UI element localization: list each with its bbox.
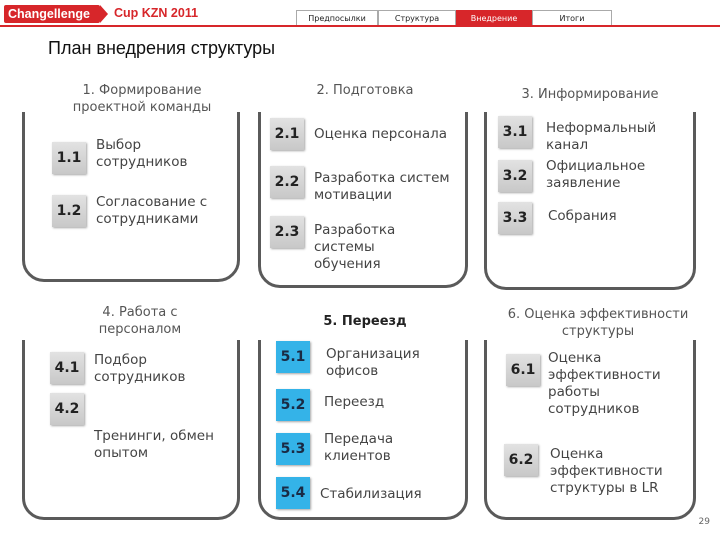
logo-text: Changellenge bbox=[8, 7, 90, 21]
item-number-3-1: 3.1 bbox=[498, 116, 532, 148]
item-number-3-3: 3.3 bbox=[498, 202, 532, 234]
item-number-2-3: 2.3 bbox=[270, 216, 304, 248]
changellenge-logo: Changellenge bbox=[4, 5, 108, 23]
group-2-title: 2. Подготовка bbox=[316, 83, 414, 98]
item-number-4-2: 4.2 bbox=[50, 393, 84, 425]
item-number-5-3: 5.3 bbox=[276, 433, 310, 465]
item-text-6-1: Оценка эффективности работы сотрудников bbox=[548, 350, 661, 417]
group-5-frame bbox=[258, 340, 468, 520]
cup-title: Cup KZN 2011 bbox=[114, 6, 199, 20]
group-1-frame bbox=[22, 112, 240, 282]
group-2-frame bbox=[258, 112, 468, 288]
item-number-5-2: 5.2 bbox=[276, 389, 310, 421]
item-text-1-1: Выбор сотрудников bbox=[96, 137, 188, 170]
item-number-2-2: 2.2 bbox=[270, 166, 304, 198]
item-number-6-2: 6.2 bbox=[504, 444, 538, 476]
item-text-2-3: Разработка системы обучения bbox=[314, 222, 396, 272]
item-text-6-2: Оценка эффективности структуры в LR bbox=[550, 446, 663, 496]
tab-itogi[interactable]: Итоги bbox=[532, 10, 612, 25]
item-number-5-1: 5.1 bbox=[276, 341, 310, 373]
item-text-1-2: Согласование с сотрудниками bbox=[96, 194, 208, 227]
item-text-5-4: Стабилизация bbox=[320, 486, 422, 502]
item-text-2-1: Оценка персонала bbox=[314, 126, 448, 142]
logo-arrow bbox=[100, 5, 108, 23]
item-text-5-1: Организация офисов bbox=[326, 346, 420, 379]
group-6-title: 6. Оценка эффективности структуры bbox=[507, 307, 689, 339]
item-text-3-3: Собрания bbox=[548, 208, 617, 224]
group-1-title: 1. Формирование проектной команды bbox=[72, 83, 212, 115]
item-text-2-2: Разработка систем мотивации bbox=[314, 170, 450, 203]
group-6-frame bbox=[484, 340, 696, 520]
item-number-3-2: 3.2 bbox=[498, 160, 532, 192]
group-3-frame bbox=[484, 112, 696, 290]
item-number-1-2: 1.2 bbox=[52, 195, 86, 227]
group-3-title: 3. Информирование bbox=[521, 87, 659, 102]
tab-struktura[interactable]: Структура bbox=[378, 10, 456, 25]
group-5-title: 5. Переезд bbox=[323, 314, 407, 329]
item-number-6-1: 6.1 bbox=[506, 354, 540, 386]
item-text-5-2: Переезд bbox=[324, 394, 385, 410]
item-number-1-1: 1.1 bbox=[52, 142, 86, 174]
item-text-5-3: Передача клиентов bbox=[324, 431, 394, 464]
page-number: 29 bbox=[698, 517, 710, 527]
group-4-title: 4. Работа с персоналом bbox=[98, 305, 182, 337]
tab-vnedrenie[interactable]: Внедрение bbox=[456, 10, 532, 25]
item-text-3-1: Неформальный канал bbox=[546, 120, 657, 153]
item-number-4-1: 4.1 bbox=[50, 352, 84, 384]
group-4-frame bbox=[22, 340, 240, 520]
item-number-2-1: 2.1 bbox=[270, 118, 304, 150]
item-text-3-2: Официальное заявление bbox=[546, 158, 646, 191]
item-text-4-1: Подбор сотрудников bbox=[94, 352, 186, 385]
tab-predposylki[interactable]: Предпосылки bbox=[296, 10, 378, 25]
header-divider bbox=[0, 25, 720, 27]
item-text-4-2: Тренинги, обмен опытом bbox=[94, 428, 214, 461]
page-title: План внедрения структуры bbox=[48, 38, 276, 58]
item-number-5-4: 5.4 bbox=[276, 477, 310, 509]
